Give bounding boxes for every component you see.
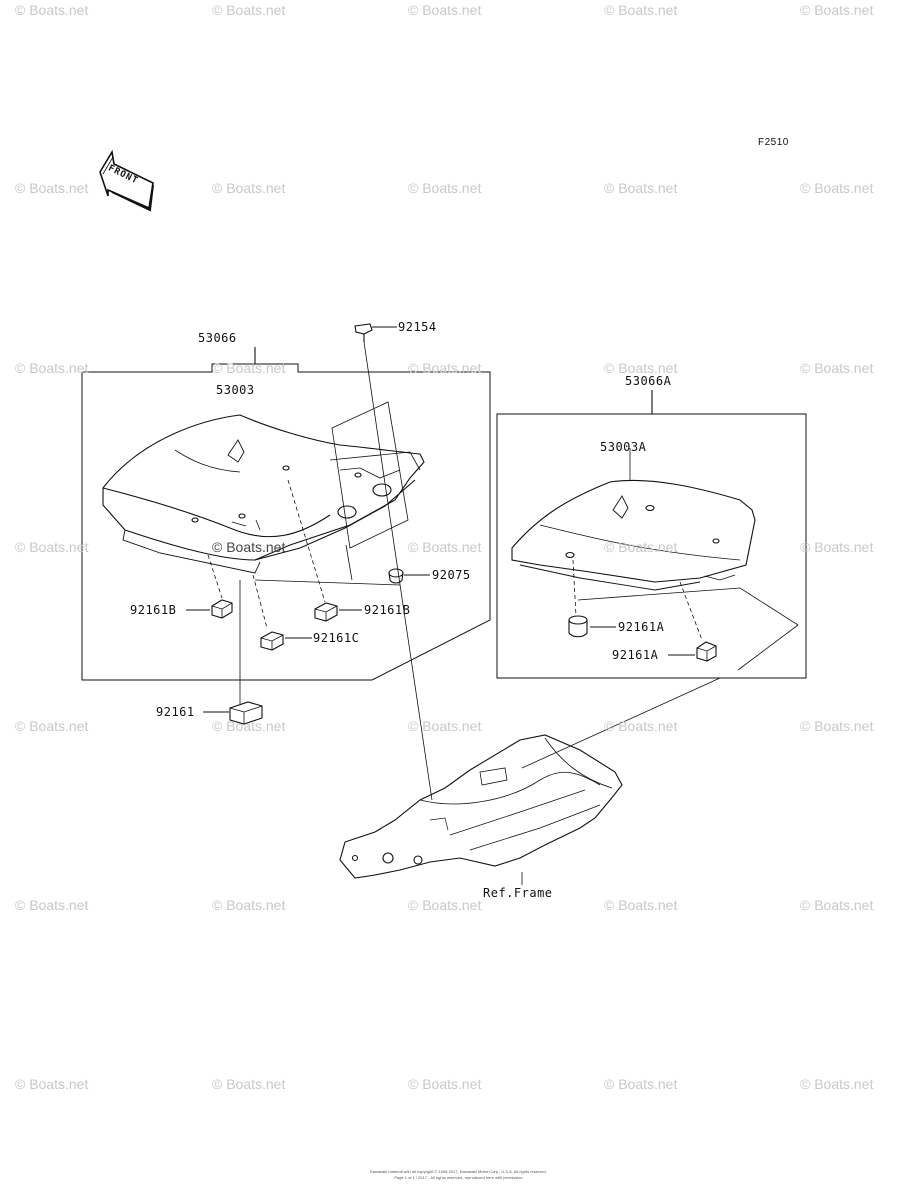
watermark: © Boats.net — [800, 2, 874, 18]
watermark: © Boats.net — [800, 539, 874, 555]
watermark: © Boats.net — [15, 539, 89, 555]
watermark: © Boats.net — [15, 718, 89, 734]
watermark: © Boats.net — [212, 1076, 286, 1092]
watermark: © Boats.net — [212, 180, 286, 196]
watermark: © Boats.net — [15, 1076, 89, 1092]
footer-line-2: Page 1 of 1 / 2017 - All rights reserved… — [394, 1175, 523, 1180]
watermark: © Boats.net — [212, 539, 286, 555]
frame — [339, 734, 623, 879]
rider-seat-53003 — [102, 414, 425, 574]
watermark: © Boats.net — [800, 180, 874, 196]
part-label-53003A: 53003A — [600, 440, 647, 454]
front-arrow-icon — [99, 149, 154, 212]
part-label-92161: 92161 — [156, 705, 195, 719]
watermark: © Boats.net — [408, 180, 482, 196]
watermark: © Boats.net — [15, 897, 89, 913]
damper-92161A-upper — [568, 615, 588, 638]
watermark: © Boats.net — [604, 180, 678, 196]
watermark: © Boats.net — [604, 718, 678, 734]
part-label-92154: 92154 — [398, 320, 437, 334]
watermark: © Boats.net — [408, 2, 482, 18]
watermark: © Boats.net — [408, 1076, 482, 1092]
watermark: © Boats.net — [800, 897, 874, 913]
watermark: © Boats.net — [800, 360, 874, 376]
watermark: © Boats.net — [800, 1076, 874, 1092]
watermark: © Boats.net — [604, 539, 678, 555]
bolt-92154 — [354, 323, 373, 342]
part-label-53066A: 53066A — [625, 374, 672, 388]
pad-92161 — [229, 701, 263, 725]
damper-92161B-right — [314, 602, 338, 622]
pillion-seat-53003A — [511, 479, 756, 591]
watermark: © Boats.net — [212, 718, 286, 734]
part-label-92161C: 92161C — [313, 631, 360, 645]
watermark: © Boats.net — [604, 360, 678, 376]
watermark: © Boats.net — [15, 360, 89, 376]
grommet-92075 — [388, 568, 404, 584]
watermark: © Boats.net — [604, 1076, 678, 1092]
part-label-92161A-upper: 92161A — [618, 620, 665, 634]
watermark: © Boats.net — [15, 180, 89, 196]
part-label-92161A-lower: 92161A — [612, 648, 659, 662]
watermark: © Boats.net — [408, 360, 482, 376]
damper-92161C — [260, 631, 284, 651]
part-label-53003: 53003 — [216, 383, 255, 397]
damper-92161B-left — [211, 599, 233, 619]
part-label-ref-frame: Ref.Frame — [483, 886, 553, 900]
footer-line-1: Kawasaki material with all copyright © 1… — [370, 1169, 547, 1174]
watermark: © Boats.net — [408, 718, 482, 734]
diagram-code: F2510 — [758, 137, 789, 148]
damper-92161A-lower — [696, 641, 717, 662]
watermark: © Boats.net — [212, 897, 286, 913]
watermark: © Boats.net — [800, 718, 874, 734]
part-label-92161B-right: 92161B — [364, 603, 411, 617]
watermark: © Boats.net — [212, 2, 286, 18]
watermark: © Boats.net — [408, 539, 482, 555]
part-label-92161B-left: 92161B — [130, 603, 177, 617]
watermark: © Boats.net — [604, 897, 678, 913]
box-53066 — [81, 363, 491, 681]
watermark: © Boats.net — [604, 2, 678, 18]
part-label-53066: 53066 — [198, 331, 237, 345]
watermark: © Boats.net — [408, 897, 482, 913]
watermark: © Boats.net — [212, 360, 286, 376]
watermark: © Boats.net — [15, 2, 89, 18]
part-label-92075: 92075 — [432, 568, 471, 582]
